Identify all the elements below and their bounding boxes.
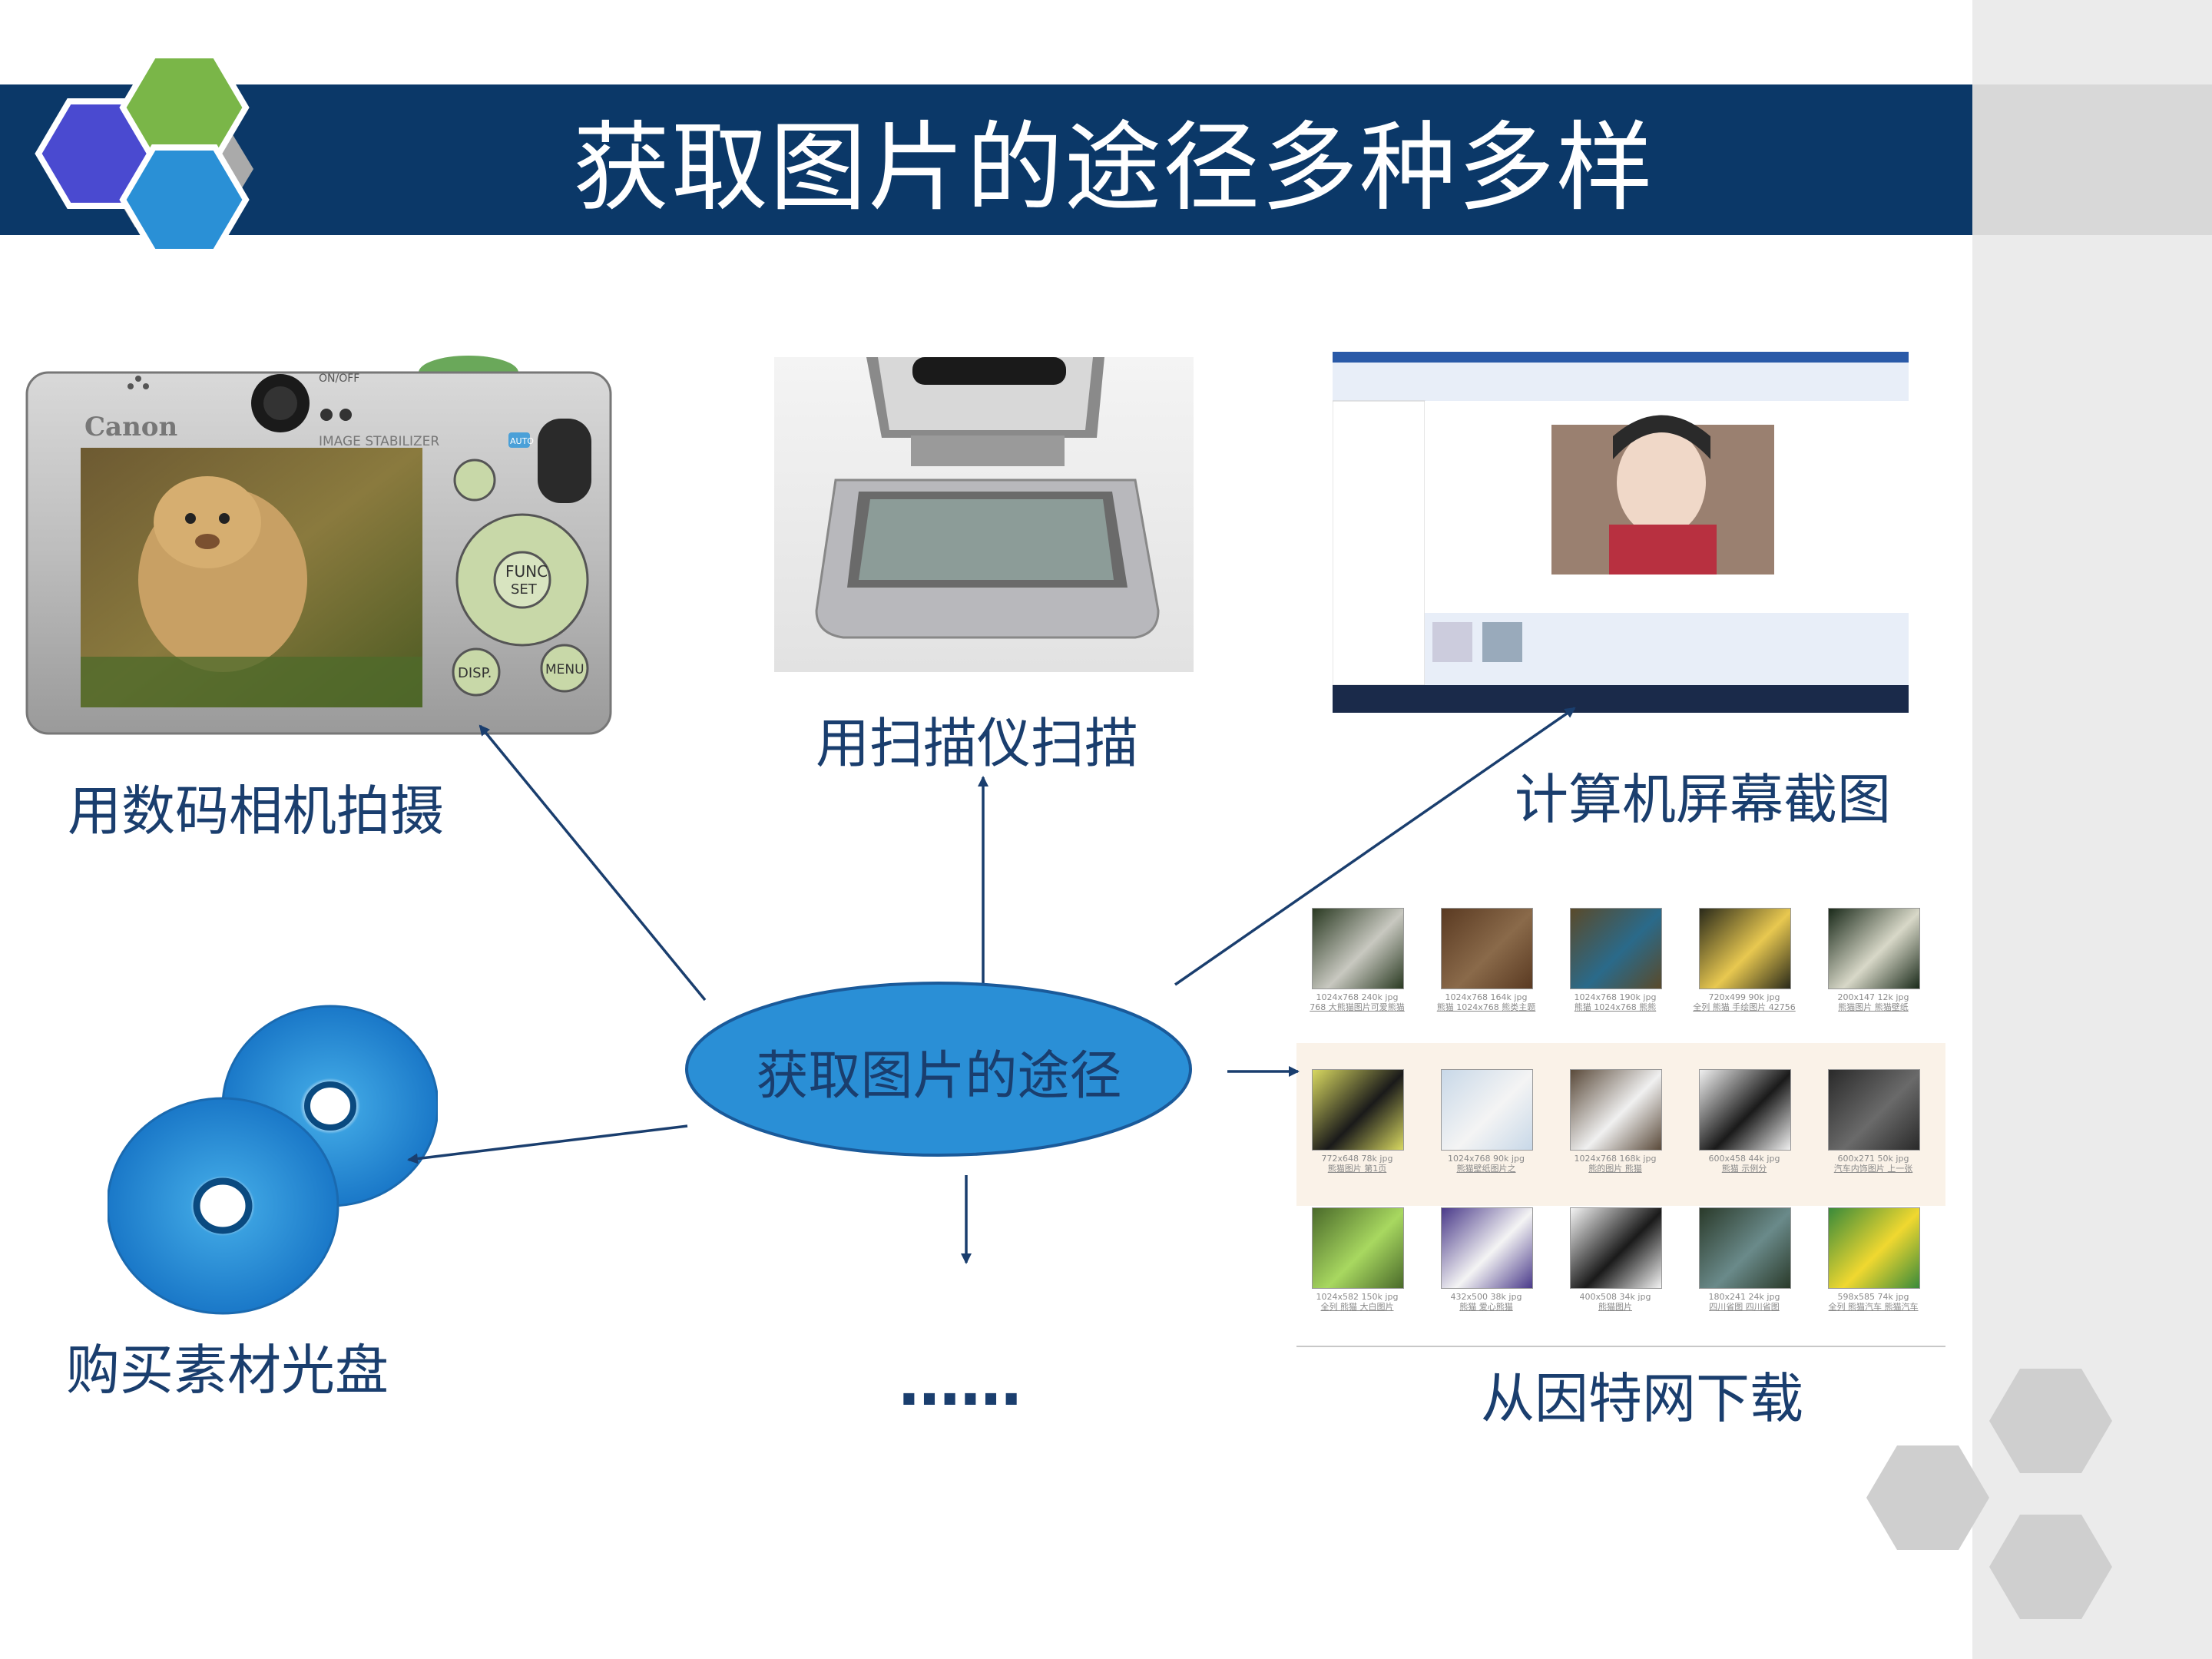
digital-camera-image: Canon IMAGE STABILIZER ON/OFF AUTO FUNC … [25, 356, 612, 735]
thumbnail-image [1312, 908, 1404, 989]
camera-onoff-text: ON/OFF [319, 373, 359, 385]
thumbnail-size: 180x241 24k jpg [1708, 1292, 1780, 1302]
label-screenshot: 计算机屏幕截图 [1515, 768, 1891, 831]
thumbnail-title: 熊猫图片 熊猫壁纸 [1838, 1002, 1909, 1012]
camera-stabilizer-text: IMAGE STABILIZER [319, 434, 439, 449]
thumbnail-image [1828, 908, 1920, 989]
thumbnail-image [1699, 1207, 1791, 1289]
thumbnail-image [1312, 1069, 1404, 1151]
cd-disc-image [108, 1005, 438, 1315]
camera-set-text: SET [511, 581, 538, 598]
label-internet: 从因特网下载 [1481, 1367, 1803, 1430]
center-label: 获取图片的途径 [756, 1046, 1122, 1107]
thumbnail-title: 熊的图片 熊猫 [1588, 1164, 1642, 1174]
thumbnail-size: 1024x768 168k jpg [1574, 1154, 1657, 1164]
thumbnail-size: 432x500 38k jpg [1450, 1292, 1522, 1302]
label-camera: 用数码相机拍摄 [68, 780, 444, 843]
arrow-to-disc [407, 1124, 688, 1164]
thumbnail-image [1828, 1207, 1920, 1289]
arrow-to-camera [478, 724, 707, 1002]
decorative-hexagons-icon [1866, 1369, 2112, 1619]
thumbnail-image [1699, 1069, 1791, 1151]
thumbnail-size: 200x147 12k jpg [1837, 992, 1909, 1002]
thumbnail-image [1441, 908, 1533, 989]
center-ellipse [685, 982, 1192, 1157]
camera-menu-text: MENU [545, 662, 584, 677]
slide-title: 获取图片的途径多种多样 [573, 111, 1654, 224]
title-bar-extension [1972, 84, 2212, 235]
thumbnail-title: 汽车内饰图片 上一张 [1833, 1164, 1913, 1174]
label-more: …… [899, 1348, 1022, 1419]
thumbnail-image [1441, 1207, 1533, 1289]
thumbnail-image [1828, 1069, 1920, 1151]
thumbnail-title: 768 大熊猫图片可爱熊猫 [1310, 1002, 1405, 1012]
thumbnail-title: 四川省图 四川省图 [1709, 1302, 1780, 1312]
thumbnail-size: 1024x768 190k jpg [1574, 992, 1657, 1002]
thumbnail-size: 1024x768 164k jpg [1445, 992, 1528, 1002]
thumbnail-title: 熊猫图片 [1598, 1302, 1632, 1312]
thumbnail-image [1570, 1207, 1662, 1289]
thumbnail-title: 熊猫 1024x768 熊熊 [1574, 1002, 1657, 1012]
camera-func-text: FUNC [505, 562, 548, 581]
thumbnail-size: 600x458 44k jpg [1708, 1154, 1780, 1164]
thumbnail-image [1570, 908, 1662, 989]
thumbnail-size: 720x499 90k jpg [1708, 992, 1780, 1002]
computer-screenshot-image [1333, 352, 1909, 713]
thumbnail-title: 熊猫 示例分 [1721, 1164, 1767, 1174]
thumbnail-image [1699, 908, 1791, 989]
thumbnail-image [1441, 1069, 1533, 1151]
thumbnail-title: 熊猫图片 第1页 [1327, 1164, 1387, 1174]
camera-auto-text: AUTO [510, 436, 534, 446]
thumbnail-size: 772x648 78k jpg [1321, 1154, 1393, 1164]
thumbnail-size: 400x508 34k jpg [1579, 1292, 1651, 1302]
thumbnail-title: 熊猫 爱心熊猫 [1459, 1302, 1513, 1312]
thumbnail-title: 全列 熊猫 大白图片 [1320, 1302, 1394, 1312]
hexagon-logo-icon [35, 52, 253, 255]
thumbnail-size: 600x271 50k jpg [1837, 1154, 1909, 1164]
thumbnail-image [1570, 1069, 1662, 1151]
label-scanner: 用扫描仪扫描 [816, 712, 1138, 775]
thumbnail-title: 全列 熊猫 手绘图片 42756 [1693, 1002, 1796, 1012]
thumbnail-image [1312, 1207, 1404, 1289]
thumbnail-size: 598x585 74k jpg [1837, 1292, 1909, 1302]
scanner-image [774, 357, 1194, 672]
panel-bottom-divider [1296, 1346, 1945, 1347]
thumbnail-title: 熊猫壁纸图片之 [1456, 1164, 1516, 1174]
thumbnail-title: 全列 熊猫汽车 熊猫汽车 [1828, 1302, 1919, 1312]
camera-disp-text: DISP. [458, 665, 492, 681]
thumbnail-title: 熊猫 1024x768 熊类主题 [1436, 1002, 1536, 1012]
thumbnail-size: 1024x582 150k jpg [1316, 1292, 1399, 1302]
label-disc: 购买素材光盘 [66, 1339, 389, 1402]
thumbnail-size: 1024x768 240k jpg [1316, 992, 1399, 1002]
thumbnail-size: 1024x768 90k jpg [1448, 1154, 1525, 1164]
camera-brand: Canon [84, 412, 177, 442]
arrow-to-screenshot [1174, 707, 1576, 986]
title-bar [0, 84, 1972, 235]
